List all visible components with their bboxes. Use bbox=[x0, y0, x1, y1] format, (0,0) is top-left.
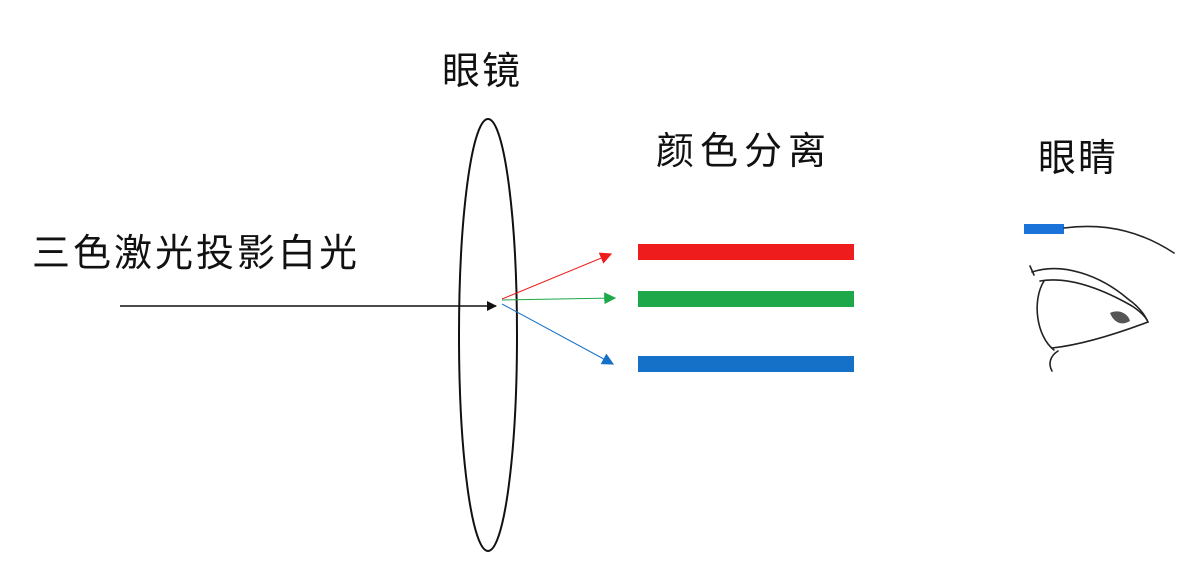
eye-icon bbox=[1024, 224, 1175, 372]
lens-ellipse bbox=[458, 118, 518, 552]
blue-ray bbox=[501, 303, 615, 365]
red-bar bbox=[638, 244, 854, 260]
lens-title: 眼镜 bbox=[442, 49, 523, 93]
eye-title: 眼睛 bbox=[1038, 136, 1119, 180]
red-ray bbox=[501, 252, 613, 300]
blue-bar bbox=[638, 356, 854, 372]
green-bar bbox=[638, 291, 854, 307]
color-separation-title: 颜色分离 bbox=[656, 129, 833, 173]
eye-tag bbox=[1024, 224, 1064, 234]
light-source-title: 三色激光投影白光 bbox=[32, 231, 361, 275]
green-ray bbox=[501, 292, 617, 305]
